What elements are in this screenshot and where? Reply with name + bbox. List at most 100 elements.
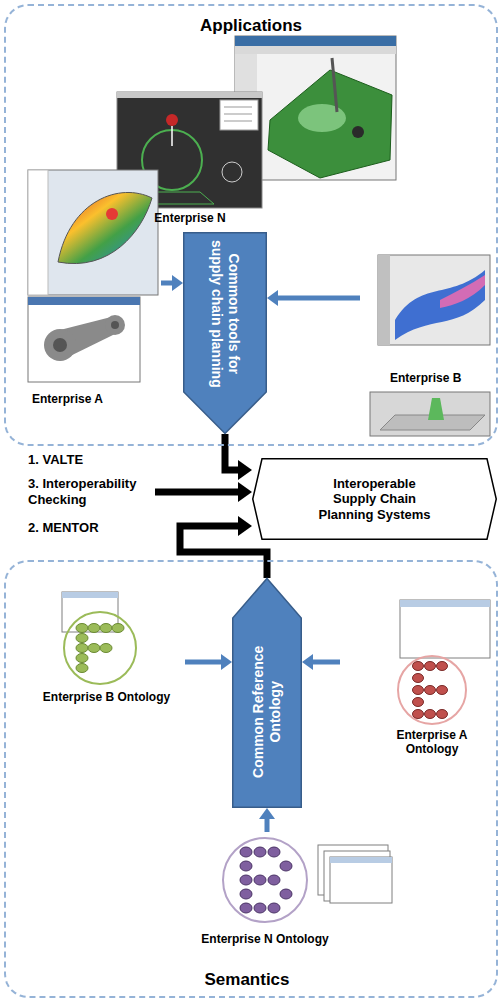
pointer-line [171,126,173,146]
title-bar [235,36,396,46]
tool-cone [428,398,444,420]
block-arrow: Common tools for supply chain planning [183,232,267,434]
concept-dot [413,674,424,683]
rod-screenshot [28,297,140,382]
connector-arrow [313,660,340,665]
concept-dot [437,662,448,671]
rod-small-end [105,315,125,335]
ontology-dots [76,624,124,673]
concept-dot [88,624,100,633]
connector-arrow [185,660,221,665]
ontology-dots [413,662,448,719]
toolbar [378,255,390,345]
edge-label: 2. MENTOR [28,520,148,536]
step-label: 3. Interoperability Checking [28,476,148,508]
concept-dot [100,624,112,633]
ontology-a-illustration [398,600,490,724]
value-line [224,121,252,122]
concept-dot [100,644,112,653]
enterprise-label: Enterprise N [115,211,265,225]
value-box [220,100,258,130]
concept-dot [280,861,292,871]
concept-dot [413,698,424,707]
title-bar [117,92,262,98]
concept-dot [268,847,280,857]
concept-dot [112,624,124,633]
connector-arrow [278,296,360,301]
rod-hole [111,321,119,329]
pocket [298,104,346,132]
concept-dot [76,634,88,643]
cutting-tool [332,58,337,112]
value-line [224,107,252,108]
rod-hole [53,338,67,352]
point-marker [166,114,178,126]
concept-dot [240,861,252,871]
concept-dot [437,686,448,695]
label-holder: 1. VALTE [28,452,138,468]
title-bar [330,857,392,863]
region-panel: ApplicationsEnterprise NEnterprise AEnte… [4,4,498,446]
window-frame [370,392,490,436]
hole [352,126,364,138]
enterprise-ontology: Enterprise N Ontology [180,832,395,952]
concept-dot [254,903,266,913]
arrow-shaft [155,489,239,496]
arrow-text: Common Reference Ontology [250,622,284,802]
concept-dot [254,847,266,857]
concept-dot [437,710,448,719]
connector-arrow [225,434,238,470]
concept-dot [413,686,424,695]
ontology-label: Enterprise B Ontology [28,690,185,704]
enterprise-ontology: Enterprise B Ontology [28,588,185,708]
hot-spot [106,208,118,220]
interoperability-arrow [155,482,252,502]
concept-dot [76,654,88,663]
concept-dot [425,710,436,719]
surface-wave [395,270,485,340]
connector-arrow [180,526,267,578]
concept-dot [240,847,252,857]
surface-highlight [440,275,485,308]
ontology-dots [240,847,292,913]
arrow-shape [233,579,302,808]
concept-dot [240,903,252,913]
concept-dot [425,686,436,695]
ontology-n-illustration [223,838,392,922]
label-holder: 2. MENTOR [28,520,148,536]
hexagon-text: Interoperable Supply Chain Planning Syst… [311,476,438,523]
window-frame [400,600,490,658]
value-line [224,114,252,115]
title-bar [28,297,140,305]
enterprise-app: Enterprise N [115,34,399,230]
fea-screenshot [28,170,158,295]
concept-dot [254,875,266,885]
concept-dot [413,662,424,671]
window-frame [330,857,392,903]
enterprise-label: Enterprise A [32,392,152,406]
region-title: Semantics [147,970,347,990]
block-arrow: Common Reference Ontology [232,578,302,808]
surface-screenshot [378,255,490,345]
edge-label: 1. VALTE [28,452,138,468]
hexagon-box: Interoperable Supply Chain Planning Syst… [252,458,497,540]
enterprise-ontology: Enterprise A Ontology [340,596,494,764]
concept-dot [76,624,88,633]
concept-dot [240,889,252,899]
concept-dot [268,875,280,885]
connector-arrow [161,281,172,286]
machined-plate [268,70,392,178]
hexagon-shape [253,459,497,540]
ontology-ring [64,612,136,684]
cylinder-sketch [222,162,242,182]
stress-part [58,192,152,263]
ontology-ring [223,838,307,922]
region-panel: Semantics Enterprise B OntologyEnterprise… [4,560,498,998]
rod-big-end [44,329,76,361]
concept-dot [280,889,292,899]
connector-arrow [265,819,270,832]
ontology-label: Enterprise A Ontology [377,728,487,757]
concept-dot [76,664,88,673]
region-title: Applications [6,16,496,36]
